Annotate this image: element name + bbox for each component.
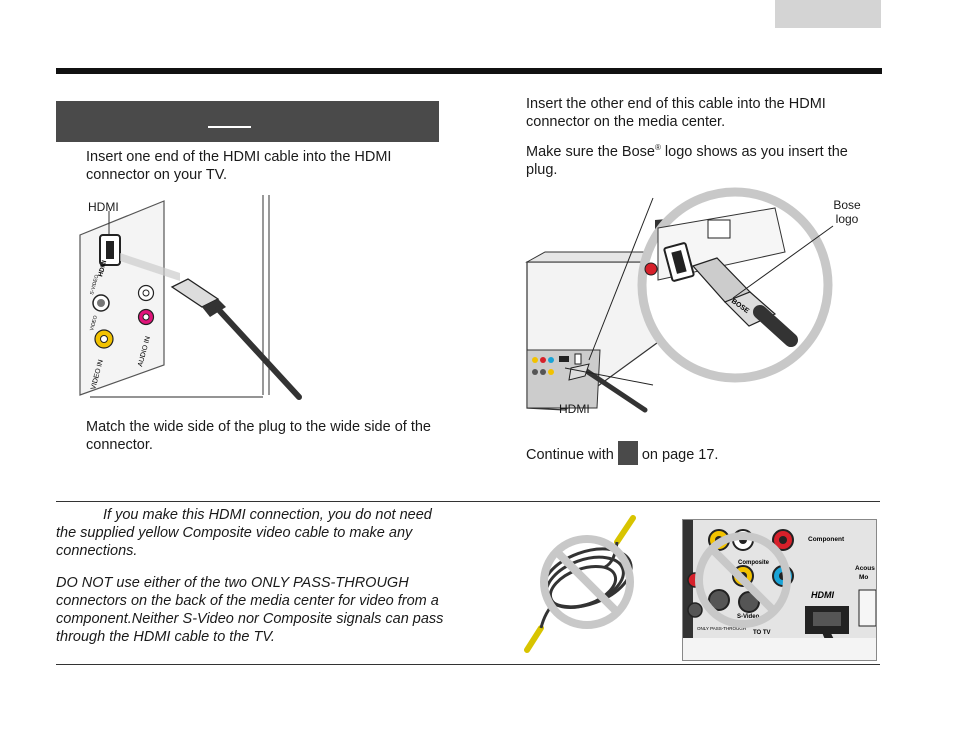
step-header-underline — [208, 126, 251, 128]
bose-note-suffix: logo shows as you insert the plug. — [526, 143, 848, 178]
media-center-illustration: BOSE — [525, 187, 834, 413]
panel-to-tv-text: TO TV — [753, 630, 771, 636]
hdmi-connector-label: HDMI — [88, 200, 119, 214]
bose-logo-note: Make sure the Bose® logo shows as you in… — [526, 139, 880, 179]
panel-only-pass-text: ONLY PASS-THROUGH — [697, 626, 746, 631]
note-bottom-rule — [56, 664, 880, 665]
media-center-hdmi-label: HDMI — [559, 402, 590, 416]
panel-composite-text: Composite — [738, 560, 770, 566]
panel-hdmi-logo-text: HDMI — [811, 590, 834, 600]
tv-hdmi-illustration: HDMI S-VIDEO VIDEO VIDEO IN AUDIO IN — [79, 195, 302, 400]
section-ref-box — [617, 441, 638, 465]
panel-mo-text: Mo — [859, 574, 868, 581]
continue-suffix: on page 17. — [641, 446, 719, 463]
panel-svideo-text: S-VIDEO — [89, 274, 100, 296]
panel-hdmi-text: HDMI — [97, 259, 108, 277]
bose-note-prefix: Make sure the Bose — [526, 143, 655, 160]
bose-logo-callout: Bose logo — [833, 198, 861, 226]
registered-mark: ® — [654, 143, 661, 152]
panel-acous-text: Acous — [855, 565, 875, 572]
continue-prefix: Continue with — [526, 446, 614, 463]
top-rule — [56, 68, 882, 74]
continue-line: Continue with on page 17. — [526, 441, 719, 467]
section-tab — [775, 0, 881, 28]
step-b-instruction: Insert the other end of this cable into … — [526, 96, 826, 130]
note-line-1: If you make this HDMI connection, you do… — [56, 507, 432, 559]
media-center-panel-photo: Component Composite S-Video HDMI Acous M… — [682, 519, 877, 661]
note-line-2: DO NOT use either of the two ONLY PASS-T… — [56, 575, 444, 645]
note-top-rule — [56, 501, 880, 502]
panel-component-text: Component — [808, 536, 845, 543]
panel-video-text: VIDEO — [89, 315, 99, 332]
step-a-caption: Match the wide side of the plug to the w… — [86, 419, 431, 453]
step-a-instruction: Insert one end of the HDMI cable into th… — [86, 149, 392, 183]
panel-svideo-text-2: S-Video — [737, 614, 760, 620]
step-header-bar — [56, 101, 439, 142]
no-composite-cable-icon — [524, 515, 636, 653]
